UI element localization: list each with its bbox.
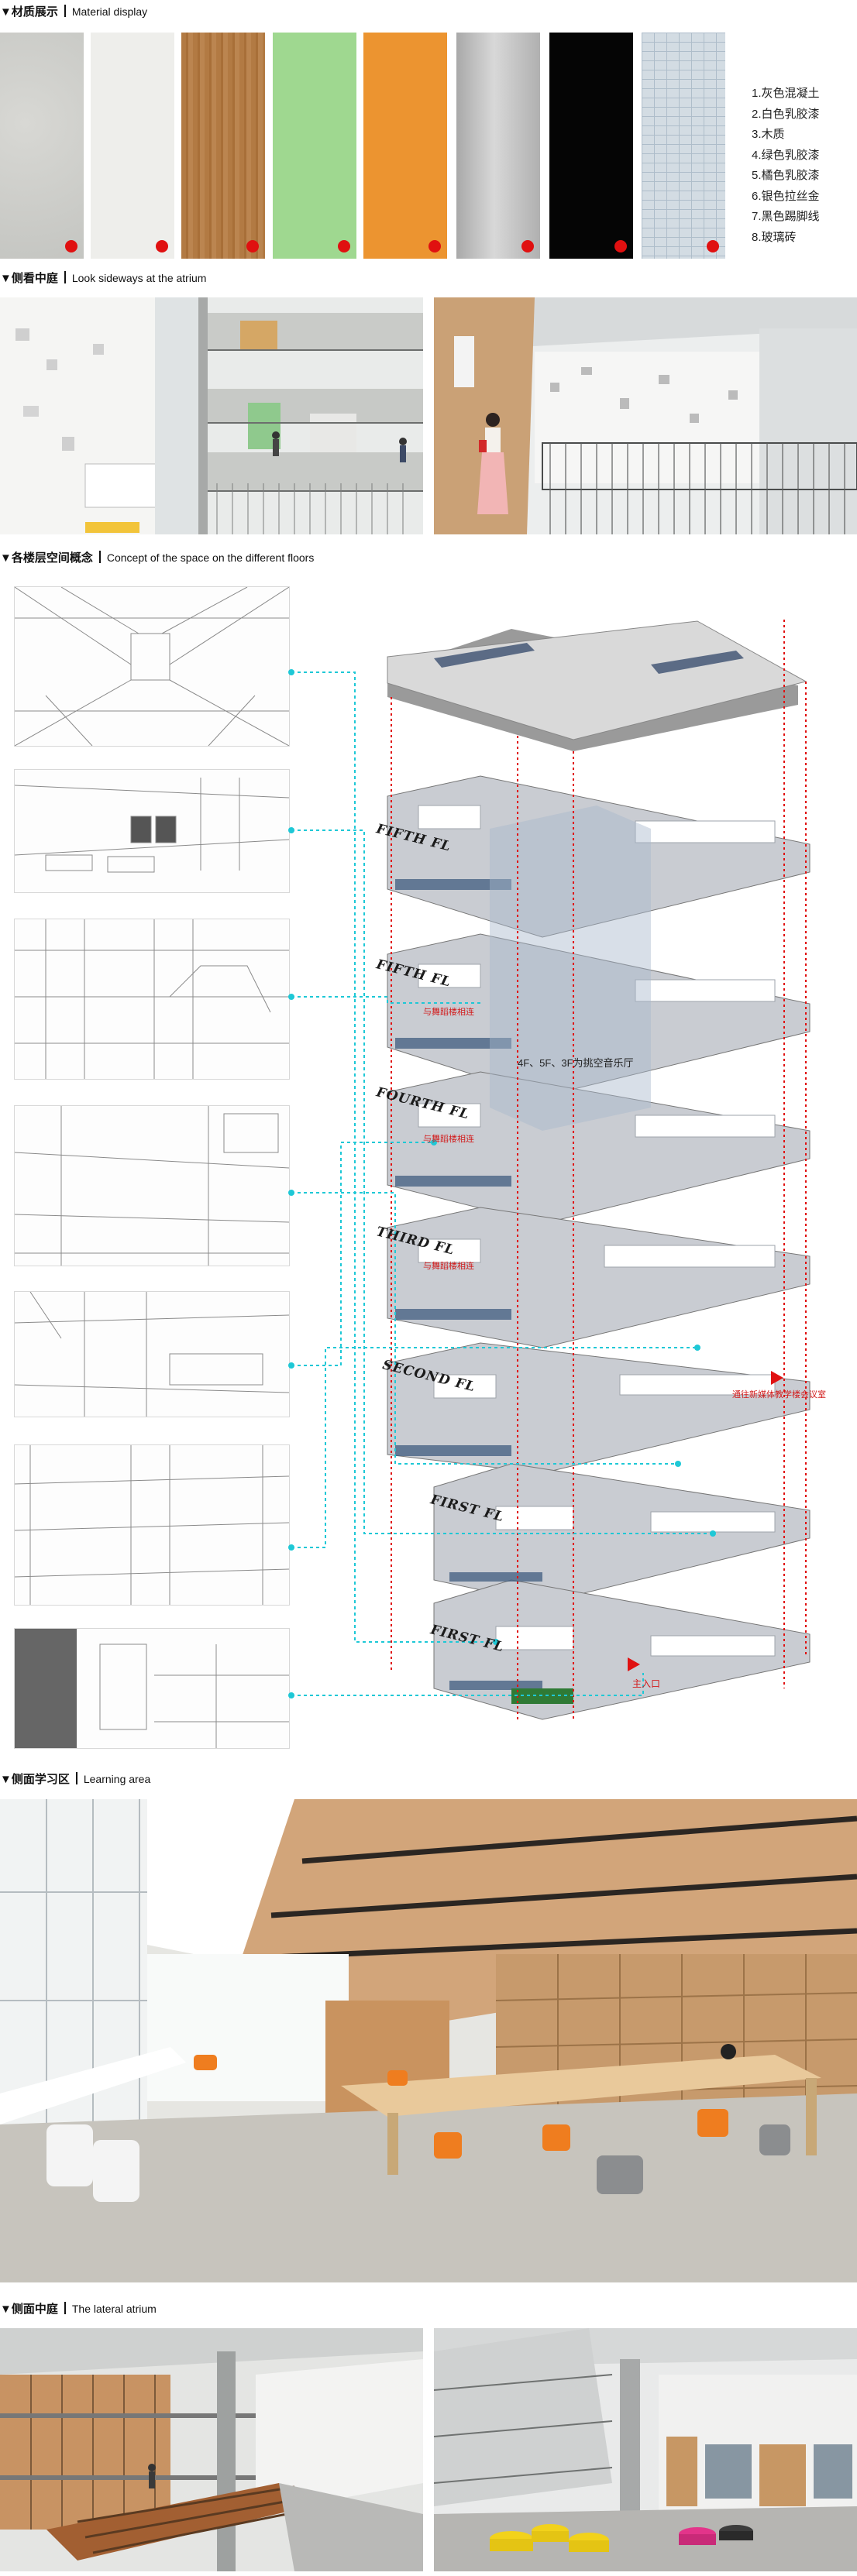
title-divider <box>75 1772 77 1784</box>
section-title-learning: ▼侧面学习区 Learning area <box>0 1769 150 1789</box>
red-flag-marker <box>628 1657 640 1671</box>
section-title-zh: ▼各楼层空间概念 <box>0 551 93 565</box>
legend-item: 6.银色拉丝金 <box>752 189 820 203</box>
legend-item: 1.灰色混凝土 <box>752 87 820 100</box>
material-dot <box>614 240 627 252</box>
lateral-atrium-render-left <box>0 2328 423 2571</box>
material-dot <box>707 240 719 252</box>
title-divider <box>64 2302 66 2314</box>
material-swatch-white-paint <box>91 33 174 259</box>
material-dot <box>338 240 350 252</box>
section-title-floors: ▼各楼层空间概念 Concept of the space on the diff… <box>0 548 314 568</box>
atrium-render-left <box>0 297 423 534</box>
floor-sketch-4 <box>14 1105 290 1266</box>
section-title-en: Concept of the space on the different fl… <box>106 551 315 564</box>
material-swatch-brushed-silver <box>456 33 540 259</box>
material-swatch-glass-brick <box>642 33 725 259</box>
connect-dance-building-note: 与舞蹈楼相连 <box>423 1135 474 1144</box>
section-title-lateral: ▼侧面中庭 The lateral atrium <box>0 2299 157 2319</box>
multimedia-meeting-note: 通往新媒体教学楼会议室 <box>732 1390 826 1400</box>
floor-sketch-7 <box>14 1628 290 1749</box>
title-divider <box>64 5 66 17</box>
lateral-atrium-render-right <box>434 2328 857 2571</box>
material-swatch-green-paint <box>273 33 356 259</box>
material-swatch-orange-paint <box>363 33 447 259</box>
title-divider <box>64 271 66 283</box>
floor-sketch-6 <box>14 1444 290 1606</box>
floor-sketch-1 <box>14 586 290 747</box>
material-legend: 1.灰色混凝土 2.白色乳胶漆 3.木质 4.绿色乳胶漆 5.橘色乳胶漆 6.银… <box>752 84 820 248</box>
section-title-atrium: ▼侧看中庭 Look sideways at the atrium <box>0 268 206 288</box>
learning-area-photo <box>0 1799 857 2282</box>
exploded-axonometric-diagram: FIFTH FL FIFTH FL FOURTH FL THIRD FL SEC… <box>0 573 857 1735</box>
section-title-en: Learning area <box>83 1773 151 1785</box>
connect-dance-building-note: 与舞蹈楼相连 <box>423 1008 474 1017</box>
legend-item: 2.白色乳胶漆 <box>752 107 820 121</box>
title-divider <box>98 551 101 563</box>
legend-item: 3.木质 <box>752 128 785 141</box>
legend-item: 4.绿色乳胶漆 <box>752 148 820 162</box>
sketch-drawing <box>15 778 289 873</box>
material-dot <box>521 240 534 252</box>
music-hall-note: 4F、5F、3F为挑空音乐厅 <box>518 1057 634 1069</box>
legend-item: 5.橘色乳胶漆 <box>752 169 820 182</box>
material-dot <box>65 240 77 252</box>
lateral-atrium-photo-right <box>434 2328 857 2571</box>
sketch-drawing <box>15 1106 289 1266</box>
material-swatch-wood <box>181 33 265 259</box>
sketch-drawing <box>15 1629 289 1748</box>
material-swatch-black-skirting <box>549 33 633 259</box>
atrium-photo-left <box>0 297 423 534</box>
section-title-zh: ▼材质展示 <box>0 5 58 19</box>
red-flag-marker <box>771 1371 783 1385</box>
sketch-drawing <box>15 1445 289 1605</box>
sketch-drawing <box>15 1292 289 1417</box>
sketch-drawing <box>15 587 289 746</box>
atrium-photo-right <box>434 297 857 534</box>
learning-area-render <box>0 1799 857 2282</box>
material-dot <box>246 240 259 252</box>
floor-sketch-3 <box>14 919 290 1080</box>
floor-sketch-5 <box>14 1291 290 1417</box>
section-title-zh: ▼侧面中庭 <box>0 2303 58 2316</box>
material-dot <box>428 240 441 252</box>
material-dot <box>156 240 168 252</box>
material-swatch-concrete <box>0 33 84 259</box>
main-entrance-note: 主入口 <box>632 1678 661 1689</box>
atrium-render-right <box>434 297 857 534</box>
sketch-drawing <box>15 919 289 1079</box>
axonometric-drawing <box>288 620 811 1720</box>
section-title-zh: ▼侧面学习区 <box>0 1773 70 1786</box>
section-title-zh: ▼侧看中庭 <box>0 272 58 285</box>
legend-item: 7.黑色踢脚线 <box>752 210 820 223</box>
floor-sketch-2 <box>14 769 290 893</box>
section-title-en: The lateral atrium <box>71 2303 157 2315</box>
section-title-en: Look sideways at the atrium <box>71 272 207 284</box>
legend-item: 8.玻璃砖 <box>752 230 797 244</box>
section-title-en: Material display <box>71 5 148 18</box>
section-title-material: ▼材质展示 Material display <box>0 2 147 22</box>
connect-dance-building-note: 与舞蹈楼相连 <box>423 1262 474 1271</box>
lateral-atrium-photo-left <box>0 2328 423 2571</box>
